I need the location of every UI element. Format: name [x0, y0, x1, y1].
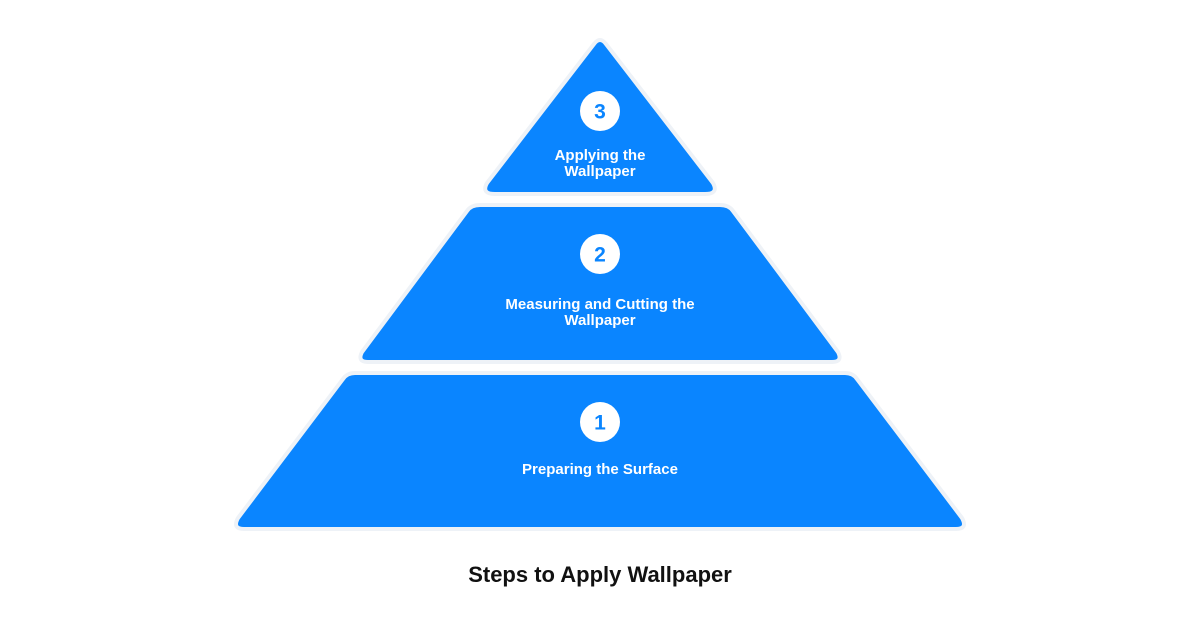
pyramid-tier-3: 3 Applying the Wallpaper [483, 38, 717, 196]
pyramid-tier-2: 2 Measuring and Cutting the Wallpaper [358, 203, 842, 364]
tier-3-label-line-2: Wallpaper [564, 163, 635, 180]
diagram-title: Steps to Apply Wallpaper [468, 562, 732, 587]
tier-2-number: 2 [594, 244, 606, 267]
pyramid-tier-1: 1 Preparing the Surface [234, 371, 966, 531]
pyramid-diagram: 3 Applying the Wallpaper 2 Measuring and… [234, 38, 966, 531]
tier-3-number: 3 [594, 101, 606, 124]
tier-2-shape [358, 203, 842, 364]
tier-2-label-line-1: Measuring and Cutting the [505, 296, 694, 313]
tier-3-label-line-1: Applying the [555, 147, 646, 164]
tier-1-number: 1 [594, 412, 606, 435]
tier-3-badge [580, 91, 620, 131]
tier-1-badge [580, 402, 620, 442]
tier-2-label-line-2: Wallpaper [564, 312, 635, 329]
tier-1-shape [234, 371, 966, 531]
tier-2-badge [580, 234, 620, 274]
tier-1-label-line-1: Preparing the Surface [522, 461, 678, 478]
